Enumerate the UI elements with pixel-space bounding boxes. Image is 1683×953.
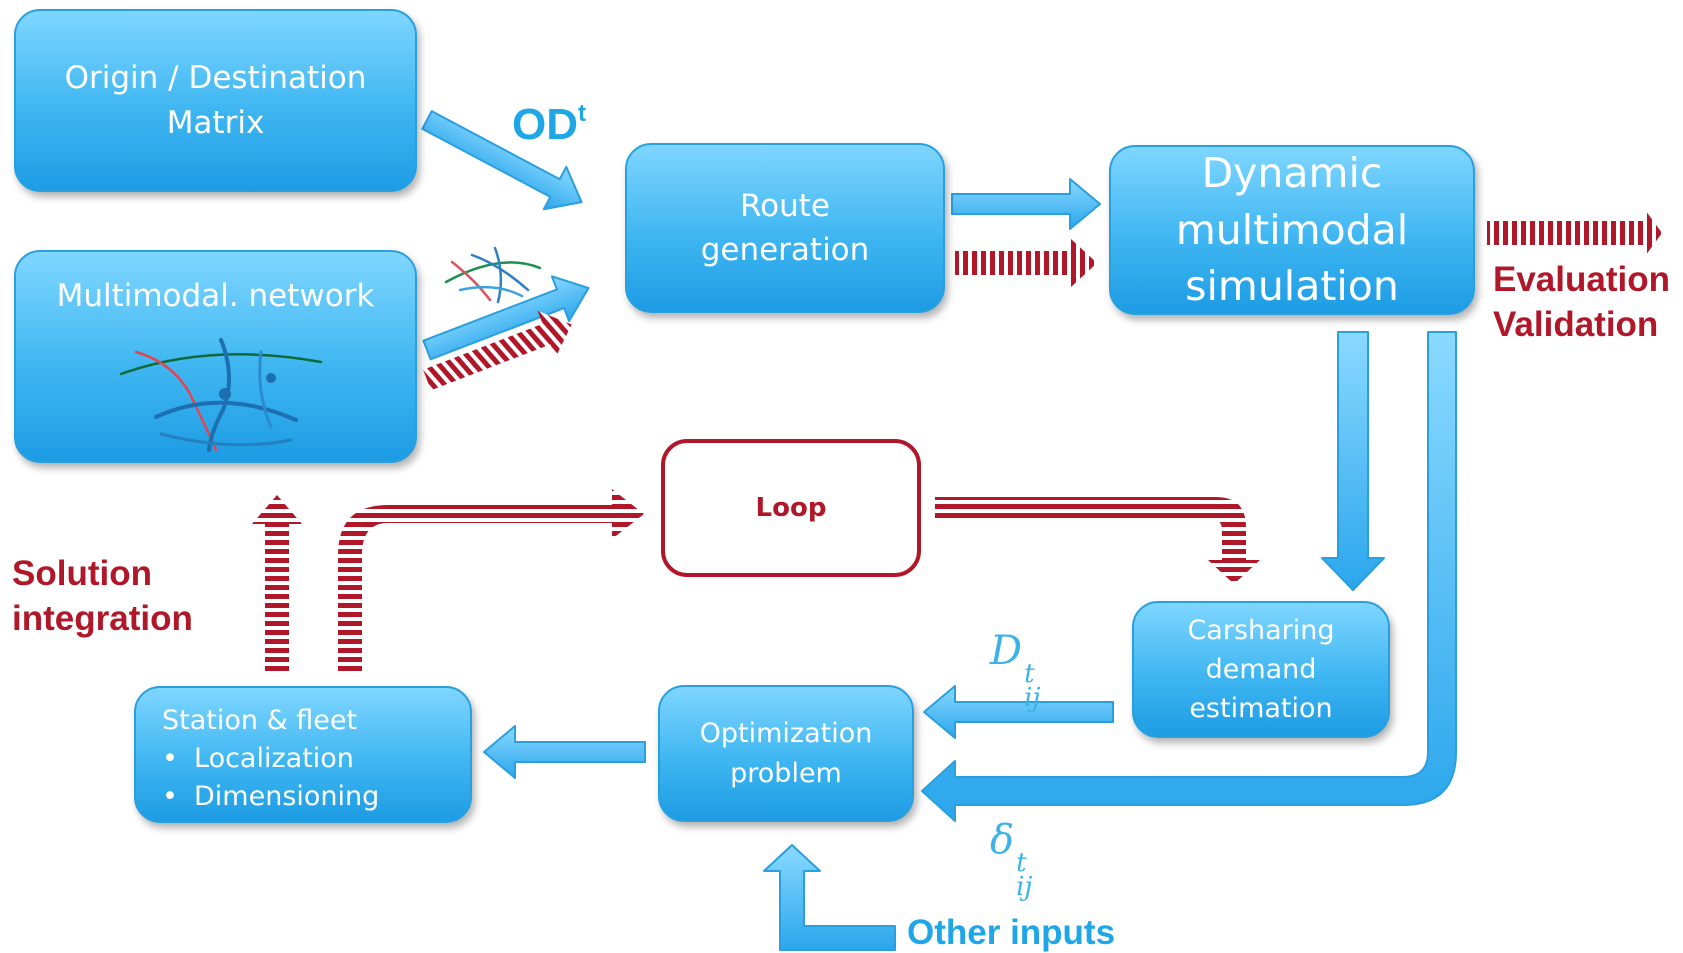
station-item-localization: Localization [136,740,470,778]
network-label: Multimodal. network [56,278,375,314]
sim-to-optimization-arrow [921,331,1457,822]
optimization-box: Optimization problem [658,685,914,822]
demand-d-sup: t [1024,659,1035,689]
loop-box: Loop [661,439,921,577]
od-matrix-box: Origin / Destination Matrix [14,9,417,192]
evaluation-validation-label: Evaluation Validation [1493,257,1670,347]
loop-to-carsharing-arrow [935,497,1260,584]
network-box: Multimodal. network [14,250,417,463]
simulation-box: Dynamic multimodal simulation [1109,145,1475,315]
optimization-line1: Optimization [699,718,873,750]
optimization-to-station-arrow [483,725,646,779]
station-title: Station & fleet [162,705,358,736]
station-fleet-box: Station & fleet Localization Dimensionin… [134,686,472,823]
demand-d-sub: ij [1024,683,1041,713]
carsharing-line1: Carsharing [1187,614,1335,646]
carsharing-line3: estimation [1189,693,1333,725]
delta-symbol: δ [990,817,1015,863]
route-to-sim-striped-arrow [955,239,1097,287]
network-to-route-arrow [422,275,590,361]
network-map-icon [119,338,323,452]
od-to-route-arrow [421,110,583,211]
route-to-sim-arrow [951,178,1101,230]
other-inputs-arrow [763,844,896,951]
loop-label: Loop [755,493,827,523]
network-to-route-striped-arrow [423,310,572,391]
demand-d-symbol: D [990,628,1023,674]
simulation-line3: simulation [1185,262,1399,311]
route-line1: Route [740,187,830,224]
od-t-sup: t [578,100,586,127]
od-t-label: ODt [512,88,586,151]
network-sketch-small [444,246,542,304]
validation-text: Validation [1493,305,1659,344]
route-line2: generation [700,232,870,268]
carsharing-line2: demand [1205,653,1317,685]
od-matrix-line2: Matrix [166,104,265,141]
delta-sup: t [1016,848,1027,878]
other-inputs-label: Other inputs [907,913,1116,952]
od-matrix-line1: Origin / Destination [64,60,367,97]
station-bullet-list: Localization Dimensioning [136,740,470,816]
carsharing-to-optimization-arrow [923,685,1114,739]
od-t-base: OD [512,100,578,149]
delta-sub: ij [1016,872,1033,902]
carsharing-box: Carsharing demand estimation [1132,601,1390,738]
optimization-line2: problem [730,757,842,789]
simulation-line2: multimodal [1175,205,1409,254]
evaluation-text: Evaluation [1493,260,1670,299]
station-to-loop-arrow [338,489,644,672]
integration-text: integration [12,599,193,638]
sim-to-carsharing-arrow [1321,331,1385,591]
station-item-dimensioning: Dimensioning [136,778,470,816]
evaluation-arrow [1487,207,1662,259]
solution-text: Solution [12,554,152,593]
simulation-line1: Dynamic [1201,149,1383,198]
solution-integration-label: Solution integration [12,551,193,641]
solution-integration-arrow [252,495,302,672]
route-generation-box: Route generation [625,143,945,313]
